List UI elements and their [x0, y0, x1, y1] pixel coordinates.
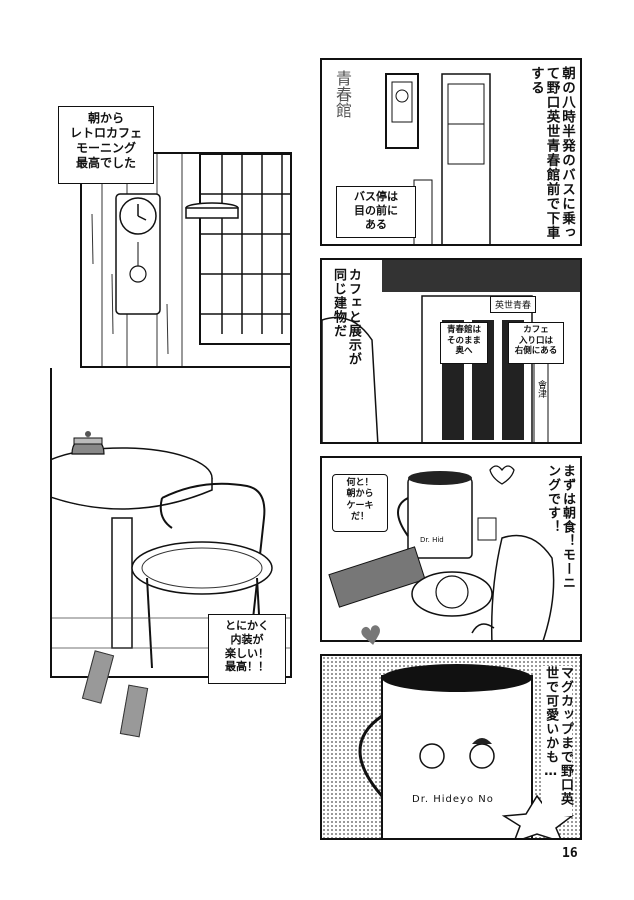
sign-line: そのまま: [446, 335, 481, 346]
sign-exhibit: 青春館は そのまま 奥へ: [440, 322, 488, 364]
caption-interior-fun: とにかく 内装が 楽しい！ 最高！！: [208, 614, 286, 684]
caption-line: 内装が: [230, 632, 264, 646]
thought-cake: 何と！ 朝から ケーキ だ！: [332, 474, 388, 532]
wall-sign: 青春館: [333, 70, 352, 118]
pillar-sign: 會津: [536, 380, 546, 398]
sign-line: カフェ: [523, 325, 549, 335]
caption-line: レトロカフェ: [69, 126, 142, 140]
speech-same-building: カフェと展示が同じ建物だ: [330, 268, 361, 366]
breakfast-illustration: [328, 465, 555, 640]
caption-line: 目の前に: [354, 203, 398, 217]
caption-bus-stop: バス停は 目の前に ある: [336, 186, 416, 238]
thought-line: だ！: [350, 511, 369, 522]
sign-line: 奥へ: [455, 346, 473, 357]
eave-sign: 英世青春: [490, 296, 537, 313]
panel-bus-stop: 青春館 朝の八時半発のバスに乗って野口英世青春館前で下車する バス停は 目の前に…: [320, 58, 582, 246]
caption-retro-cafe-box: 朝から レトロカフェ モーニング 最高でした: [58, 106, 154, 184]
panel-table-chair: [50, 368, 292, 678]
caption-line: 最高！！: [225, 660, 269, 674]
mug-closeup-illustration: [358, 664, 575, 838]
panel-cafe-window: [80, 152, 292, 368]
caption-line: ある: [365, 217, 387, 231]
panel-breakfast: Dr. Hid 何と！ 朝から ケーキ だ！ まずは朝食！モーニングです！: [320, 456, 582, 642]
panel-mug-closeup: Dr. Hideyo No マグカップまで野口英世で可愛いかも…: [320, 654, 582, 840]
mug-text: Dr. Hideyo No: [412, 794, 494, 805]
caption-line: 朝から: [87, 111, 124, 125]
speech-breakfast: まずは朝食！モーニングです！: [545, 464, 575, 590]
caption-line: とにかく: [225, 619, 269, 632]
page-number: 16: [562, 846, 578, 861]
mug-text: Dr. Hid: [420, 536, 444, 544]
sign-line: 入り口は: [518, 335, 553, 346]
sign-line: 右側にある: [514, 346, 558, 357]
heart-decoration: ♥: [357, 620, 386, 654]
narration-bus: 朝の八時半発のバスに乗って野口英世青春館前で下車する: [527, 66, 575, 240]
thought-line: ケーキ: [346, 500, 374, 511]
caption-line: 最高でした: [75, 156, 136, 170]
panel-entrance: 英世青春 青春館は そのまま 奥へ カフェ 入り口は 右側にある 會津 カフェと…: [320, 258, 582, 444]
tape-decoration: [119, 684, 149, 738]
caption-line: バス停は: [354, 190, 398, 203]
building-facade-illustration: [385, 73, 491, 244]
cafe-window-illustration: [91, 154, 290, 366]
caption-line: モーニング: [75, 141, 136, 155]
thought-line: 何と！: [346, 478, 374, 488]
table-chair-illustration: [52, 431, 290, 669]
thought-line: 朝から: [346, 489, 374, 500]
sign-cafe: カフェ 入り口は 右側にある: [508, 322, 564, 364]
caption-line: 楽しい！: [225, 646, 269, 660]
sign-line: 青春館は: [446, 325, 481, 335]
speech-mug: マグカップまで野口英世で可愛いかも…: [542, 666, 573, 816]
